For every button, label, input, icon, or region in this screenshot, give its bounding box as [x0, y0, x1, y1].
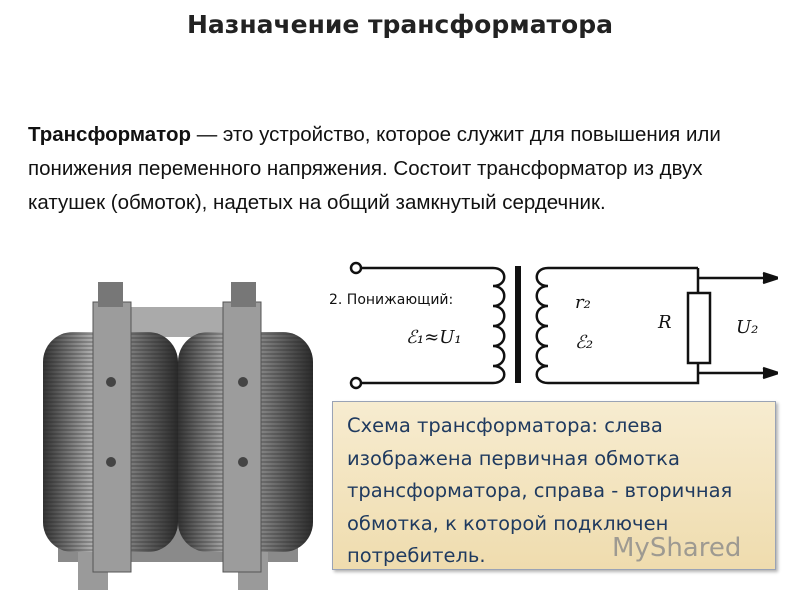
resistor-label: R	[657, 312, 672, 333]
resistor	[686, 291, 712, 365]
circuit-subtitle: 2. Понижающий:	[327, 292, 456, 308]
diagram-caption-note: Схема трансформатора: слева изображена п…	[332, 401, 776, 570]
input-terminal-top	[349, 261, 363, 275]
definition-text: — это устройство, которое служит для пов…	[28, 123, 721, 214]
primary-emf-label: ℰ₁≈U₁	[406, 327, 462, 348]
input-terminal-bottom	[349, 376, 363, 390]
transformer-circuit-diagram: ℰ₁≈U₁ r₂ ℰ₂ R U₂	[349, 261, 778, 390]
r2-label: r₂	[575, 292, 591, 313]
definition-paragraph: Трансформатор — это устройство, которое …	[28, 118, 768, 220]
output-voltage-label: U₂	[736, 317, 758, 338]
term: Трансформатор	[28, 123, 191, 146]
transformer-photo	[43, 282, 313, 590]
slide-title: Назначение трансформатора	[187, 10, 613, 39]
watermark: MyShared	[612, 533, 742, 563]
emf2-label: ℰ₂	[575, 332, 593, 353]
